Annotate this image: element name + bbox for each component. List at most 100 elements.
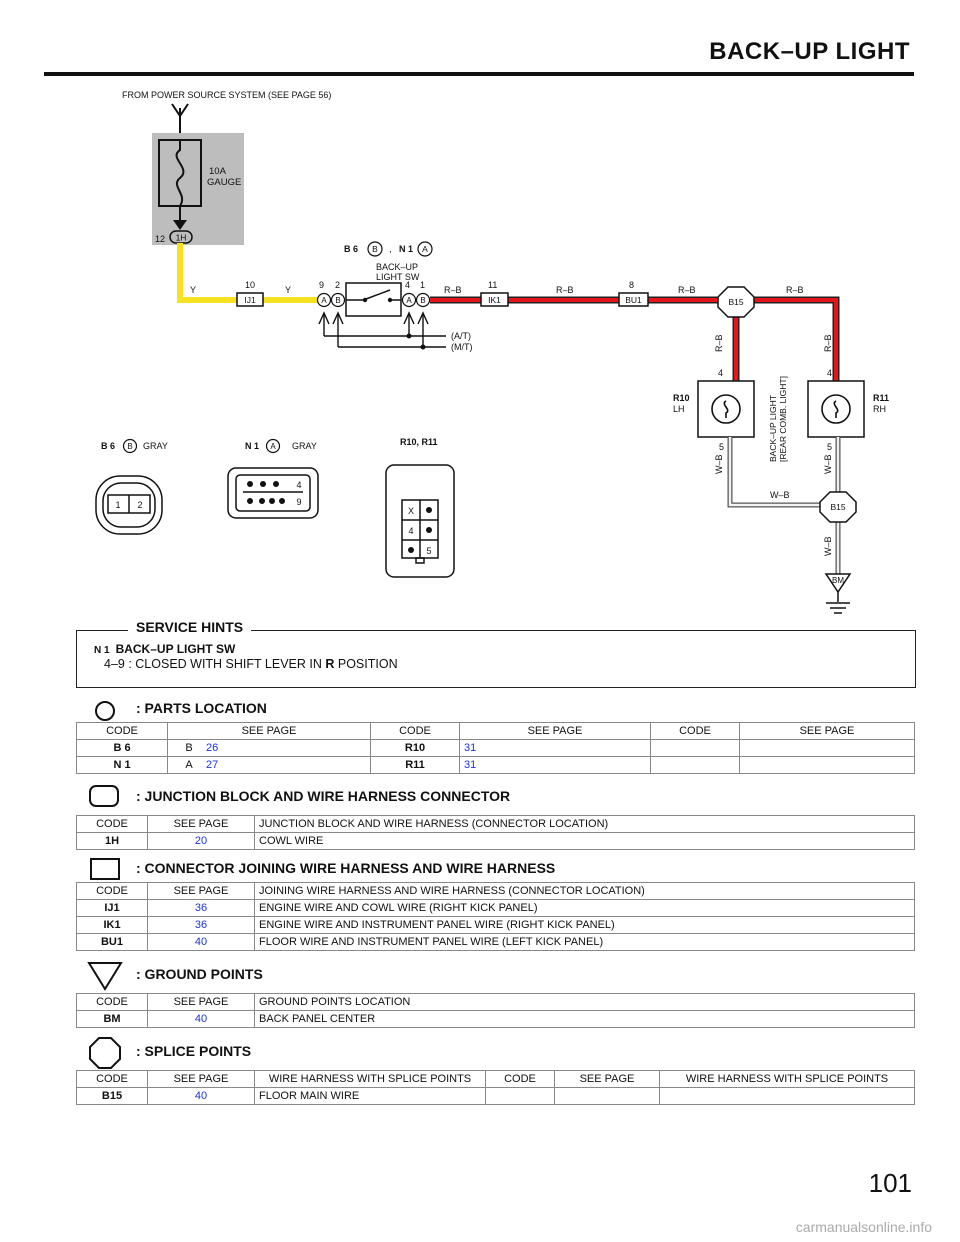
page-link[interactable]: 40 [147, 933, 255, 951]
at-mt-selector [318, 311, 446, 348]
page-link[interactable]: 31 [459, 739, 651, 757]
table-cell-code: R11 [370, 756, 460, 774]
wire-label-rb6: R–B [823, 334, 833, 352]
switch-code-n1-marker [417, 241, 433, 257]
bulb-icon [711, 394, 741, 424]
wire-label-rb3: R–B [678, 285, 696, 295]
wiring-diagram: FROM POWER SOURCE SYSTEM (SEE PAGE 56) 1… [95, 90, 889, 614]
table-header: SEE PAGE [147, 1070, 255, 1088]
conn-b6-pin-2: 2 [137, 500, 142, 510]
table-cell-empty [739, 739, 915, 757]
switch-code-n1-letter: A [422, 244, 428, 254]
conn-view-b6-code: B 6 [101, 441, 115, 451]
connector-n1-view [227, 467, 319, 519]
table-header: CODE [76, 722, 168, 740]
service-hint-bold: R [325, 657, 335, 671]
service-hint-item: BACK–UP LIGHT SW [115, 642, 236, 656]
ground-bm [824, 573, 852, 594]
wire-label-wb4: W–B [823, 536, 833, 556]
junction-1h-label: 1H [176, 233, 187, 243]
conn-view-n1-letter: A [270, 442, 276, 451]
table-cell-desc: COWL WIRE [254, 832, 915, 850]
fuse-out-arrow-icon [173, 220, 187, 230]
switch-term-b-right-label: B [420, 296, 425, 305]
splice-b15-top [717, 286, 755, 318]
table-header: SEE PAGE [459, 722, 651, 740]
service-hints-title: SERVICE HINTS [128, 619, 252, 635]
switch-code-comma: , [389, 244, 392, 254]
switch-pin-9: 9 [319, 280, 324, 290]
table-header-row: CODE SEE PAGE JUNCTION BLOCK AND WIRE HA… [76, 815, 915, 833]
connector-bu1 [618, 292, 649, 307]
table-cell-letter: B [185, 742, 193, 754]
table-header: SEE PAGE [739, 722, 915, 740]
table-cell-empty [554, 1087, 660, 1105]
table-cell-code: B 6 [76, 739, 168, 757]
parts-location-table: CODE SEE PAGE CODE SEE PAGE CODE SEE PAG… [76, 722, 915, 774]
switch-term-a-left [316, 292, 332, 308]
service-hint-code: N 1 [94, 645, 110, 656]
splice-b15-bottom [819, 491, 857, 523]
table-header: SEE PAGE [147, 882, 255, 900]
page-number: 101 [868, 1168, 912, 1198]
switch-contact-icon [346, 289, 401, 303]
lamp-rh-pin-5: 5 [827, 442, 832, 452]
title-rule [44, 72, 914, 76]
connector-ik1-label: IK1 [488, 295, 501, 305]
switch-term-b-left-label: B [335, 296, 340, 305]
conn-b6-pin-1: 1 [115, 500, 120, 510]
table-cell-empty [659, 1087, 915, 1105]
table-header: SEE PAGE [147, 993, 255, 1011]
wire-red [430, 296, 840, 384]
connector-b6-view [95, 475, 163, 535]
pin-bu1: 8 [629, 280, 634, 290]
wire-label-rb5: R–B [714, 334, 724, 352]
wire-label-y2: Y [285, 285, 291, 295]
page-link[interactable]: 27 [206, 759, 219, 771]
table-row: BU1 40 FLOOR WIRE AND INSTRUMENT PANEL W… [76, 933, 915, 951]
conn-r10r11-pin-x: X [408, 506, 414, 516]
table-header: CODE [76, 815, 148, 833]
fuse-rating: 10A [209, 166, 227, 177]
conn-view-n1-marker [265, 438, 281, 454]
lamp-rh-code: R11 [873, 393, 889, 403]
page-link[interactable]: 26 [206, 742, 219, 754]
bulb-icon [821, 394, 851, 424]
page-link[interactable]: 36 [147, 899, 255, 917]
table-cell-code: BM [76, 1010, 148, 1028]
table-cell-desc: FLOOR MAIN WIRE [254, 1087, 486, 1105]
pin-ik1: 11 [488, 280, 497, 290]
service-hints-box [76, 630, 916, 688]
switch-code-n1: N 1 [399, 244, 413, 254]
page-link[interactable]: 20 [147, 832, 255, 850]
page-link[interactable]: 40 [147, 1010, 255, 1028]
conn-r10r11-pin-4: 4 [408, 526, 413, 536]
switch-label-line2: LIGHT SW [376, 272, 420, 282]
splice-table: CODE SEE PAGE WIRE HARNESS WITH SPLICE P… [76, 1070, 915, 1105]
table-cell-code: IK1 [76, 916, 148, 934]
table-row: IJ1 36 ENGINE WIRE AND COWL WIRE (RIGHT … [76, 899, 915, 917]
wire-label-rb2: R–B [556, 285, 574, 295]
watermark: carmanualsonline.info [795, 1219, 932, 1235]
page-link[interactable]: 40 [147, 1087, 255, 1105]
wire-label-wb1: W–B [714, 454, 724, 474]
switch-label-line1: BACK–UP [376, 262, 418, 272]
table-header: CODE [650, 722, 740, 740]
table-row: B15 40 FLOOR MAIN WIRE [76, 1087, 915, 1105]
page-link[interactable]: 31 [459, 756, 651, 774]
table-header: CODE [76, 882, 148, 900]
mt-junction-dot [420, 344, 426, 350]
service-hint-detail: 4–9 : CLOSED WITH SHIFT LEVER IN R POSIT… [104, 657, 398, 671]
conn-view-b6-letter: B [127, 442, 132, 451]
page-link[interactable]: 36 [147, 916, 255, 934]
fuse-name: GAUGE [207, 177, 241, 188]
lamp-lh-code: R10 [673, 393, 690, 403]
joining-title: : CONNECTOR JOINING WIRE HARNESS AND WIR… [136, 860, 556, 876]
pin-ij1: 10 [245, 280, 255, 290]
table-header: SEE PAGE [167, 722, 371, 740]
table-cell-code: B15 [76, 1087, 148, 1105]
ground-title: : GROUND POINTS [136, 966, 263, 982]
conn-view-b6-color: GRAY [143, 441, 168, 451]
ground-point-icon [87, 962, 123, 991]
lamp-name-line1: BACK–UP LIGHT [768, 395, 778, 462]
